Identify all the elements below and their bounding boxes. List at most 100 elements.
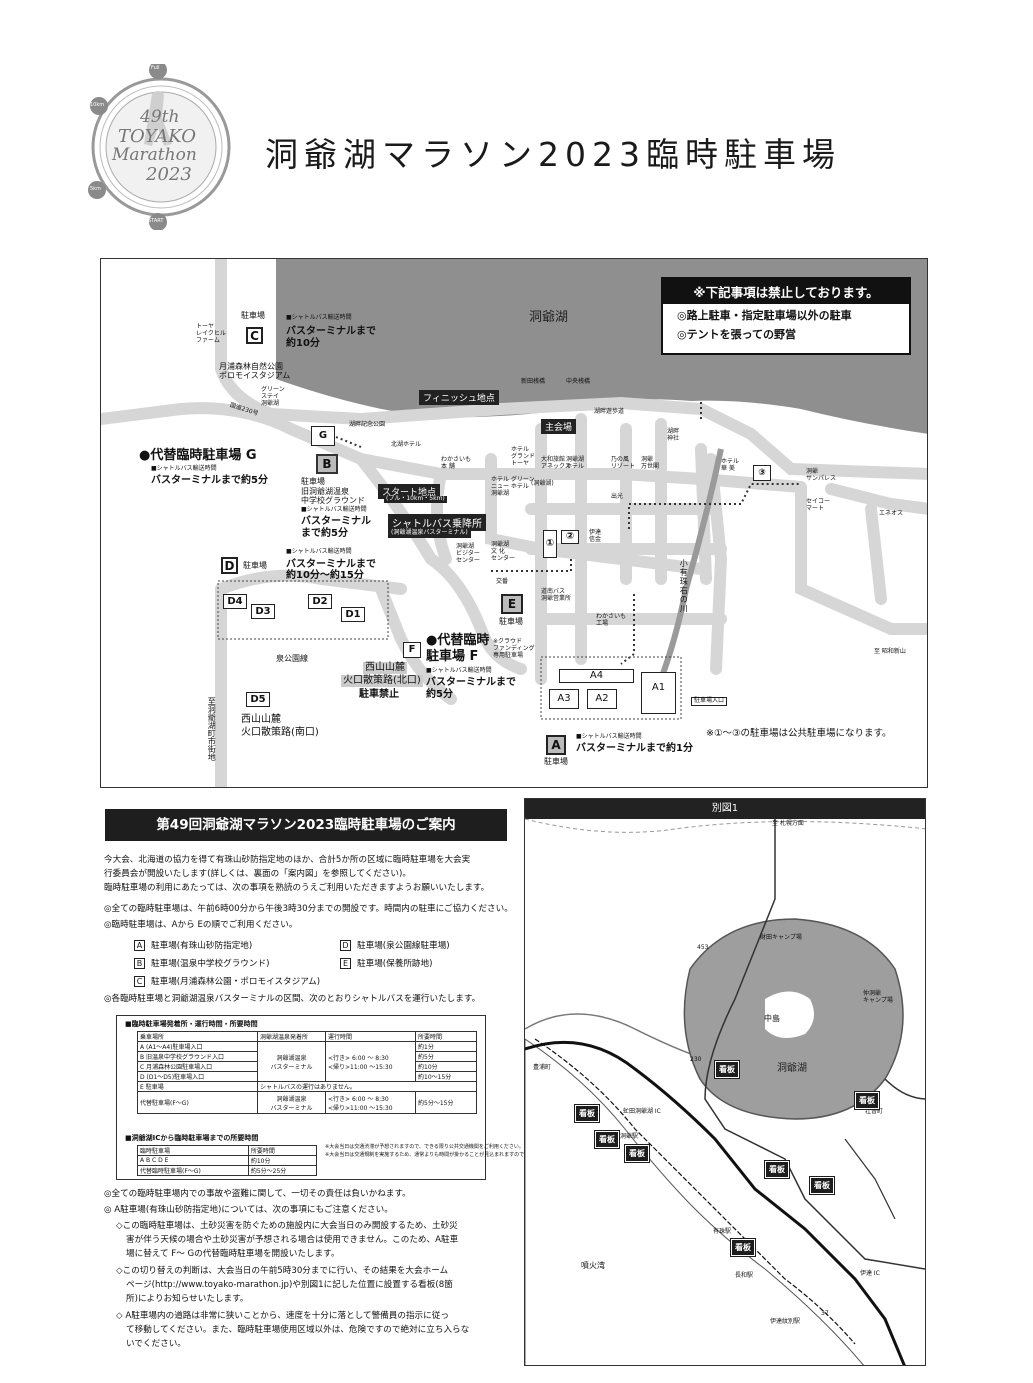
b-sub-label: 旧洞爺湖温泉 中学校グラウンド: [301, 487, 365, 506]
alt-f-title2: 駐車場 F: [426, 649, 479, 664]
guide-d2: 害が伴う天候の場合や土砂災害が予想される場合は使用できません。このため、A駐車: [126, 1235, 459, 1245]
parking-a2-marker: A2: [587, 689, 617, 709]
alt-f-title1: ●代替臨時: [426, 633, 490, 648]
ic-r1b: 約10分: [247, 1155, 318, 1166]
d-parking-label: 駐車場: [243, 561, 267, 570]
abuta-label: 洞爺駅: [620, 1133, 639, 1140]
row-alt-time: <行き> 6:00 〜 8:30 <帰り>11:00 〜15:30: [325, 1091, 416, 1114]
shuttle-stop: シャトルバス乗降所: [388, 514, 486, 531]
guide-d4: ◇この切り替えの判断は、大会当日の午前5時30分までに行い、その結果を大会ホーム: [116, 1266, 449, 1276]
guide-d5: ページ(http://www.toyako-marathon.jp)や別図1に記…: [126, 1280, 453, 1290]
nishi-sanbashi-label: 新田桟橋: [521, 378, 546, 385]
guide-intro3: 臨時駐車場の利用にあたっては、次の事項を熟読のうえご利用いただきますようお願いい…: [104, 883, 490, 893]
a-duration: バスターミナルまで約1分: [576, 743, 693, 754]
logo-edition: 49th: [140, 107, 180, 127]
guide-order: ◎臨時駐車場は、Aから Eの順でご利用ください。: [104, 920, 298, 930]
guide-shuttle: ◎各臨時駐車場と洞爺湖温泉バスターミナルの区間、次のとおりシャトルバスを運行いた…: [104, 994, 481, 1004]
table-title: ■臨時駐車場発着所・運行時間・所要時間: [125, 1020, 258, 1028]
sign-4: 看板: [624, 1144, 650, 1163]
parking-d-marker: D: [221, 557, 238, 574]
shuttle-stop-sub: (洞爺湖温泉バスターミナル): [388, 529, 471, 538]
d-duration2: 約10分〜約15分: [286, 570, 364, 581]
guide-d9: いでください。: [126, 1339, 186, 1349]
nishiyama-north2: 火口散策路(北口): [341, 675, 423, 687]
parking-d2-marker: D2: [308, 594, 332, 609]
lake-label: 洞爺湖: [529, 310, 569, 325]
date-st-label: 伊達紋別駅: [770, 1318, 801, 1325]
row-d-stop: D (D1〜D5)駐車場入口: [137, 1071, 258, 1082]
showa-label: 至 昭和新山: [874, 648, 906, 655]
b-duration1: バスターミナル: [301, 516, 371, 527]
nonokaze-label: 乃の風 リゾート: [611, 456, 636, 470]
rt37-label: 37: [821, 1310, 829, 1317]
eneos-label: エネオス: [879, 510, 904, 517]
start-point: スタート地点: [378, 484, 441, 499]
parking-1-marker: ①: [543, 530, 557, 558]
row-d-duration: 約10〜15分: [415, 1071, 477, 1082]
kohan-label: 湖畔遊歩道: [594, 408, 625, 415]
alt-f-duration1: バスターミナルまで: [426, 677, 516, 688]
parking-d4-marker: D4: [223, 594, 247, 609]
sign-2: 看板: [574, 1104, 600, 1123]
river-label: 小有珠右の川: [679, 559, 689, 613]
taiwa-label: 大和旅館 アネックス: [541, 456, 571, 470]
a-parking-label: 駐車場: [544, 757, 568, 766]
kosui-label: 湖畔 神社: [667, 428, 680, 442]
parking-d1-marker: D1: [341, 607, 365, 622]
rt230-label: 230: [690, 1056, 702, 1063]
parking-a3-marker: A3: [549, 689, 579, 709]
iburi-label: 伊達 信金: [589, 529, 602, 543]
alt-g-title: ●代替臨時駐車場 G: [139, 448, 257, 463]
area-map-title: 別図1: [525, 799, 925, 819]
parking-a-marker: A: [546, 735, 566, 755]
guide-title: 第49回洞爺湖マラソン2023臨時駐車場のご案内: [105, 809, 507, 841]
legend-e-text: 駐車場(保養所跡地): [357, 959, 433, 969]
table-terminal: 洞爺湖温泉 バスターミナル: [257, 1041, 326, 1082]
legend-a-text: 駐車場(有珠山砂防指定地): [151, 941, 253, 951]
logo-name1: TOYAKO: [118, 126, 196, 147]
nishiyama-north1: 西山山麓: [363, 662, 407, 674]
row-e-note: シャトルバスの運行はありません。: [257, 1081, 477, 1092]
row-c-duration: 約10分: [415, 1061, 477, 1072]
parking-a1-marker: A1: [641, 672, 676, 714]
ic-r2a: 代替臨時駐車場(F〜G): [137, 1165, 249, 1176]
seicomart-label: セイコー マート: [806, 498, 831, 512]
a-shuttle-time: ■シャトルバス輸送時間: [576, 733, 642, 740]
ic-th1: 臨時駐車場: [137, 1145, 249, 1156]
tsuru-label: (洞爺湖): [531, 480, 554, 487]
c-duration1: バスターミナルまで: [286, 326, 376, 337]
parking-a4-marker: A4: [559, 669, 634, 683]
shoei-label: 出光: [611, 493, 624, 500]
nishiyama-south2: 火口散策路(南口): [241, 727, 319, 738]
legend-a-key: A: [134, 940, 145, 951]
legend-d-text: 駐車場(泉公園線駐車場): [357, 941, 450, 951]
bay-label: 噴火湾: [581, 1261, 605, 1270]
sign-6: 看板: [764, 1160, 790, 1179]
parking-map: 洞爺湖 ※下記事項は禁止しております。 ◎路上駐車・指定駐車場以外の駐車 ◎テン…: [100, 258, 928, 788]
table2-title: ■洞爺湖ICから臨時駐車場までの所要時間: [125, 1134, 259, 1142]
c-parking-label: 駐車場: [241, 311, 265, 320]
usu-label: 有珠駅: [713, 1228, 732, 1235]
parking-2-marker: ②: [561, 530, 579, 544]
alt-g-time: ■シャトルバス輸送時間: [151, 465, 217, 472]
camp2-label: 仲洞爺 キャンプ場: [863, 990, 893, 1004]
parking-d5-marker: D5: [246, 692, 270, 707]
notice-line2: ◎テントを張っての野営: [677, 328, 797, 341]
guide-d7: ◇ A駐車場内の道路は非常に狭いことから、速度を十分に落として警備員の指示に従っ: [116, 1311, 449, 1321]
guide-a-caution: ◎ A駐車場(有珠山砂防指定地)については、次の事項にもご注意ください。: [104, 1205, 393, 1215]
logo-year: 2023: [146, 164, 192, 185]
nakajima-label: 中島: [764, 1014, 780, 1023]
sign-1: 看板: [714, 1060, 740, 1079]
area-lake-label: 洞爺湖: [777, 1063, 807, 1074]
toya-sun-label: 洞爺 サンパレス: [806, 468, 837, 482]
parking-b-marker: B: [316, 454, 338, 474]
rt453-label: 453: [697, 944, 709, 951]
parking-guide: 第49回洞爺湖マラソン2023臨時駐車場のご案内 今大会、北海道の協力を得て有珠…: [100, 802, 564, 1362]
yusen-label: 洞爺湖 ホテル: [566, 456, 585, 470]
hotel-grand-label: ホテル グランド トーヤ: [511, 446, 536, 467]
row-alt-terminal: 洞爺湖温泉 バスターミナル: [257, 1091, 326, 1114]
area-map: 別図1 至 札幌方面 洞爺湖 中島 噴火湾 財田キャンプ場 仲洞爺 キャンプ場 …: [524, 798, 926, 1366]
sign-3: 看板: [594, 1130, 620, 1149]
